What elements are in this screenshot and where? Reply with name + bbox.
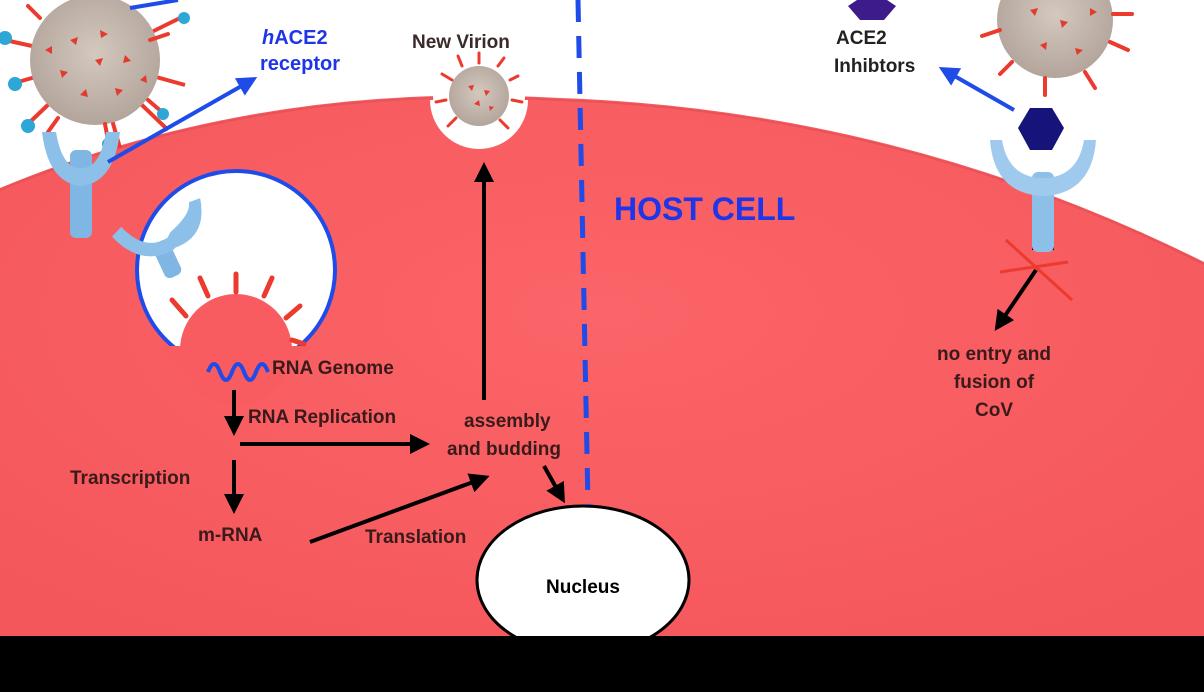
ace2-receptor-blocked bbox=[990, 140, 1096, 252]
transcription-label: Transcription bbox=[70, 468, 190, 489]
new-virion-label: New Virion bbox=[412, 32, 510, 53]
rna-genome-label: RNA Genome bbox=[272, 358, 394, 379]
and-budding-label: and budding bbox=[447, 439, 561, 460]
inhibitor-hexagon-top-icon bbox=[848, 0, 896, 20]
endosome bbox=[111, 169, 337, 406]
rna-replication-label: RNA Replication bbox=[248, 407, 396, 428]
rna-squiggle-icon bbox=[206, 362, 270, 382]
host-cell-label: HOST CELL bbox=[614, 191, 795, 227]
nucleus-label: Nucleus bbox=[546, 577, 620, 598]
virus-top-right bbox=[980, 0, 1134, 97]
no-entry-label-2: fusion of bbox=[954, 372, 1035, 393]
virus-top-left bbox=[0, 0, 190, 150]
footer-bar bbox=[0, 636, 1204, 692]
inhibitors-label: Inhibtors bbox=[834, 56, 915, 77]
inhibitor-hexagon-bound-icon bbox=[1018, 108, 1064, 150]
receptor-label: receptor bbox=[260, 53, 340, 75]
new-virion-bud bbox=[430, 50, 528, 149]
translation-label: Translation bbox=[365, 527, 466, 548]
hace2-pointer-arrow bbox=[107, 77, 258, 164]
hace2-label: hACE2 bbox=[262, 27, 328, 49]
mrna-label: m-RNA bbox=[198, 525, 263, 546]
assembly-label: assembly bbox=[464, 411, 551, 432]
flow-arrows bbox=[224, 162, 1038, 544]
inhibitor-pointer-arrow bbox=[938, 67, 1015, 112]
hace2-receptor-shape bbox=[42, 132, 120, 238]
no-entry-label-1: no entry and bbox=[937, 344, 1051, 365]
blocked-x-icon bbox=[999, 238, 1074, 302]
ace2-label: ACE2 bbox=[836, 28, 887, 49]
no-entry-label-3: CoV bbox=[975, 400, 1013, 421]
divider-line bbox=[575, 0, 591, 506]
